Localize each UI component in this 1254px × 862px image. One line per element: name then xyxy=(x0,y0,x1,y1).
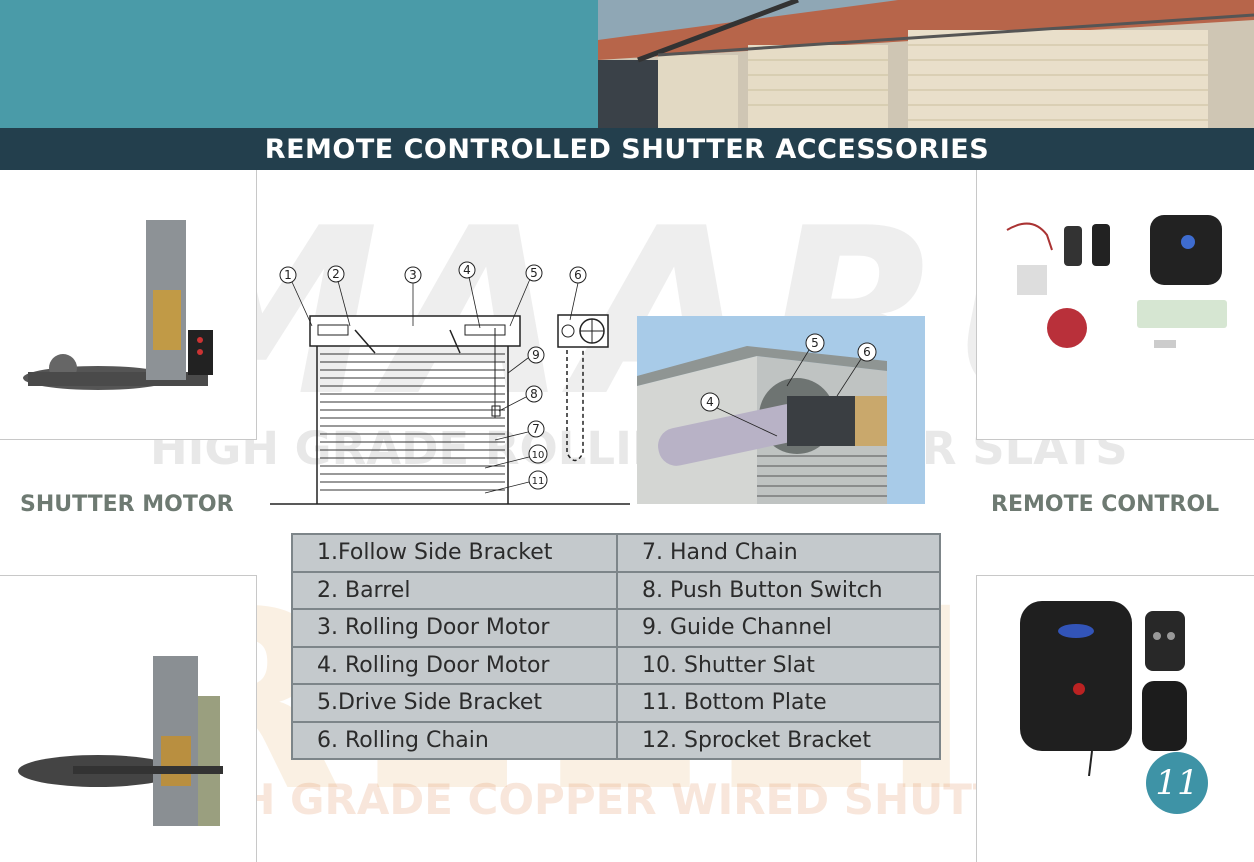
table-row: 1.Follow Side Bracket 7. Hand Chain xyxy=(291,533,941,573)
closeup-callout-6: 6 xyxy=(863,345,871,359)
remote-control-kit-image xyxy=(1006,215,1227,348)
callout-8: 8 xyxy=(530,387,538,401)
table-cell: 12. Sprocket Bracket xyxy=(616,720,941,760)
label-remote-control: REMOTE CONTROL xyxy=(991,492,1220,517)
callout-1: 1 xyxy=(284,268,292,282)
shutter-parts-diagram: 1 2 3 4 5 6 7 8 9 10 11 xyxy=(270,261,630,505)
table-row: 6. Rolling Chain 12. Sprocket Bracket xyxy=(291,720,941,760)
closeup-callout-4: 4 xyxy=(706,395,714,409)
table-cell: 1.Follow Side Bracket xyxy=(291,533,618,573)
table-cell: 10. Shutter Slat xyxy=(616,645,941,685)
callout-2: 2 xyxy=(332,267,340,281)
callout-5: 5 xyxy=(530,266,538,280)
house-shutter-photo xyxy=(598,0,1254,128)
table-cell: 5.Drive Side Bracket xyxy=(291,683,618,723)
table-cell: 9. Guide Channel xyxy=(616,608,941,648)
remote-receiver-image xyxy=(1020,601,1187,776)
motor-closeup-photo: 4 5 6 xyxy=(637,316,925,504)
callout-4: 4 xyxy=(463,263,471,277)
table-row: 5.Drive Side Bracket 11. Bottom Plate xyxy=(291,683,941,723)
table-cell: 3. Rolling Door Motor xyxy=(291,608,618,648)
closeup-callout-5: 5 xyxy=(811,336,819,350)
table-row: 3. Rolling Door Motor 9. Guide Channel xyxy=(291,608,941,648)
table-cell: 2. Barrel xyxy=(291,570,618,610)
panel-remote-kit xyxy=(976,170,1254,440)
panel-remote-receiver xyxy=(976,575,1254,862)
callout-9: 9 xyxy=(532,348,540,362)
shutter-motor-side-image xyxy=(18,656,223,826)
page-title: REMOTE CONTROLLED SHUTTER ACCESSORIES xyxy=(264,133,990,165)
title-bar: REMOTE CONTROLLED SHUTTER ACCESSORIES xyxy=(0,128,1254,170)
shutter-motor-image xyxy=(23,220,213,390)
table-cell: 11. Bottom Plate xyxy=(616,683,941,723)
panel-shutter-motor-top xyxy=(0,170,257,440)
page-number-badge: 11 xyxy=(1146,752,1208,814)
table-cell: 6. Rolling Chain xyxy=(291,720,618,760)
callout-6: 6 xyxy=(574,268,582,282)
table-cell: 8. Push Button Switch xyxy=(616,570,941,610)
label-shutter-motor: SHUTTER MOTOR xyxy=(20,492,234,517)
table-row: 4. Rolling Door Motor 10. Shutter Slat xyxy=(291,645,941,685)
callout-10: 10 xyxy=(532,450,545,461)
table-row: 2. Barrel 8. Push Button Switch xyxy=(291,570,941,610)
parts-table: 1.Follow Side Bracket 7. Hand Chain 2. B… xyxy=(291,533,941,760)
callout-3: 3 xyxy=(409,268,417,282)
table-cell: 7. Hand Chain xyxy=(616,533,941,573)
table-cell: 4. Rolling Door Motor xyxy=(291,645,618,685)
header-teal-block xyxy=(0,0,598,128)
callout-11: 11 xyxy=(532,476,545,487)
panel-shutter-motor-bottom xyxy=(0,575,257,862)
callout-7: 7 xyxy=(532,422,540,436)
